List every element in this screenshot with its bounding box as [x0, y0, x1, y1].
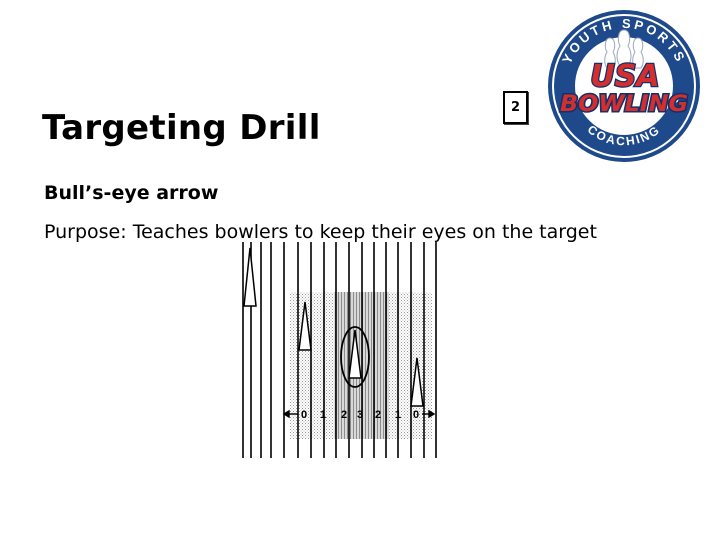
logo-bowling-text: BOWLING: [560, 92, 688, 117]
drill-name: Bull’s-eye arrow: [44, 182, 219, 204]
logo-dot-icon: [569, 97, 575, 103]
lane-label: 3: [357, 409, 363, 421]
lane-label: 0: [301, 409, 307, 421]
bullseye-arrow-icon: [348, 329, 362, 379]
lane-board-lines: [242, 242, 437, 458]
lane-label: 0: [413, 409, 419, 421]
lane-label: 2: [375, 409, 381, 421]
lane-targeting-diagram: 0 1 2 3 2 1 0: [242, 242, 437, 458]
lane-label: 1: [320, 409, 326, 421]
page-number-badge: 2: [503, 91, 528, 124]
slide-title: Targeting Drill: [42, 108, 321, 148]
logo-usa-text: USA: [590, 59, 659, 94]
usa-bowling-logo: YOUTH SPORTS COACHING USA BOWLING: [548, 10, 700, 162]
target-arrow-icon: [243, 247, 257, 307]
logo-dot-icon: [673, 97, 679, 103]
target-arrow-icon: [410, 357, 424, 407]
lane-label: 2: [341, 409, 347, 421]
bowling-pin-icon: [604, 29, 644, 69]
target-arrow-icon: [298, 301, 312, 351]
bullseye-circle: [340, 326, 370, 388]
lane-label: 1: [395, 409, 401, 421]
drill-purpose: Purpose: Teaches bowlers to keep their e…: [44, 221, 597, 243]
